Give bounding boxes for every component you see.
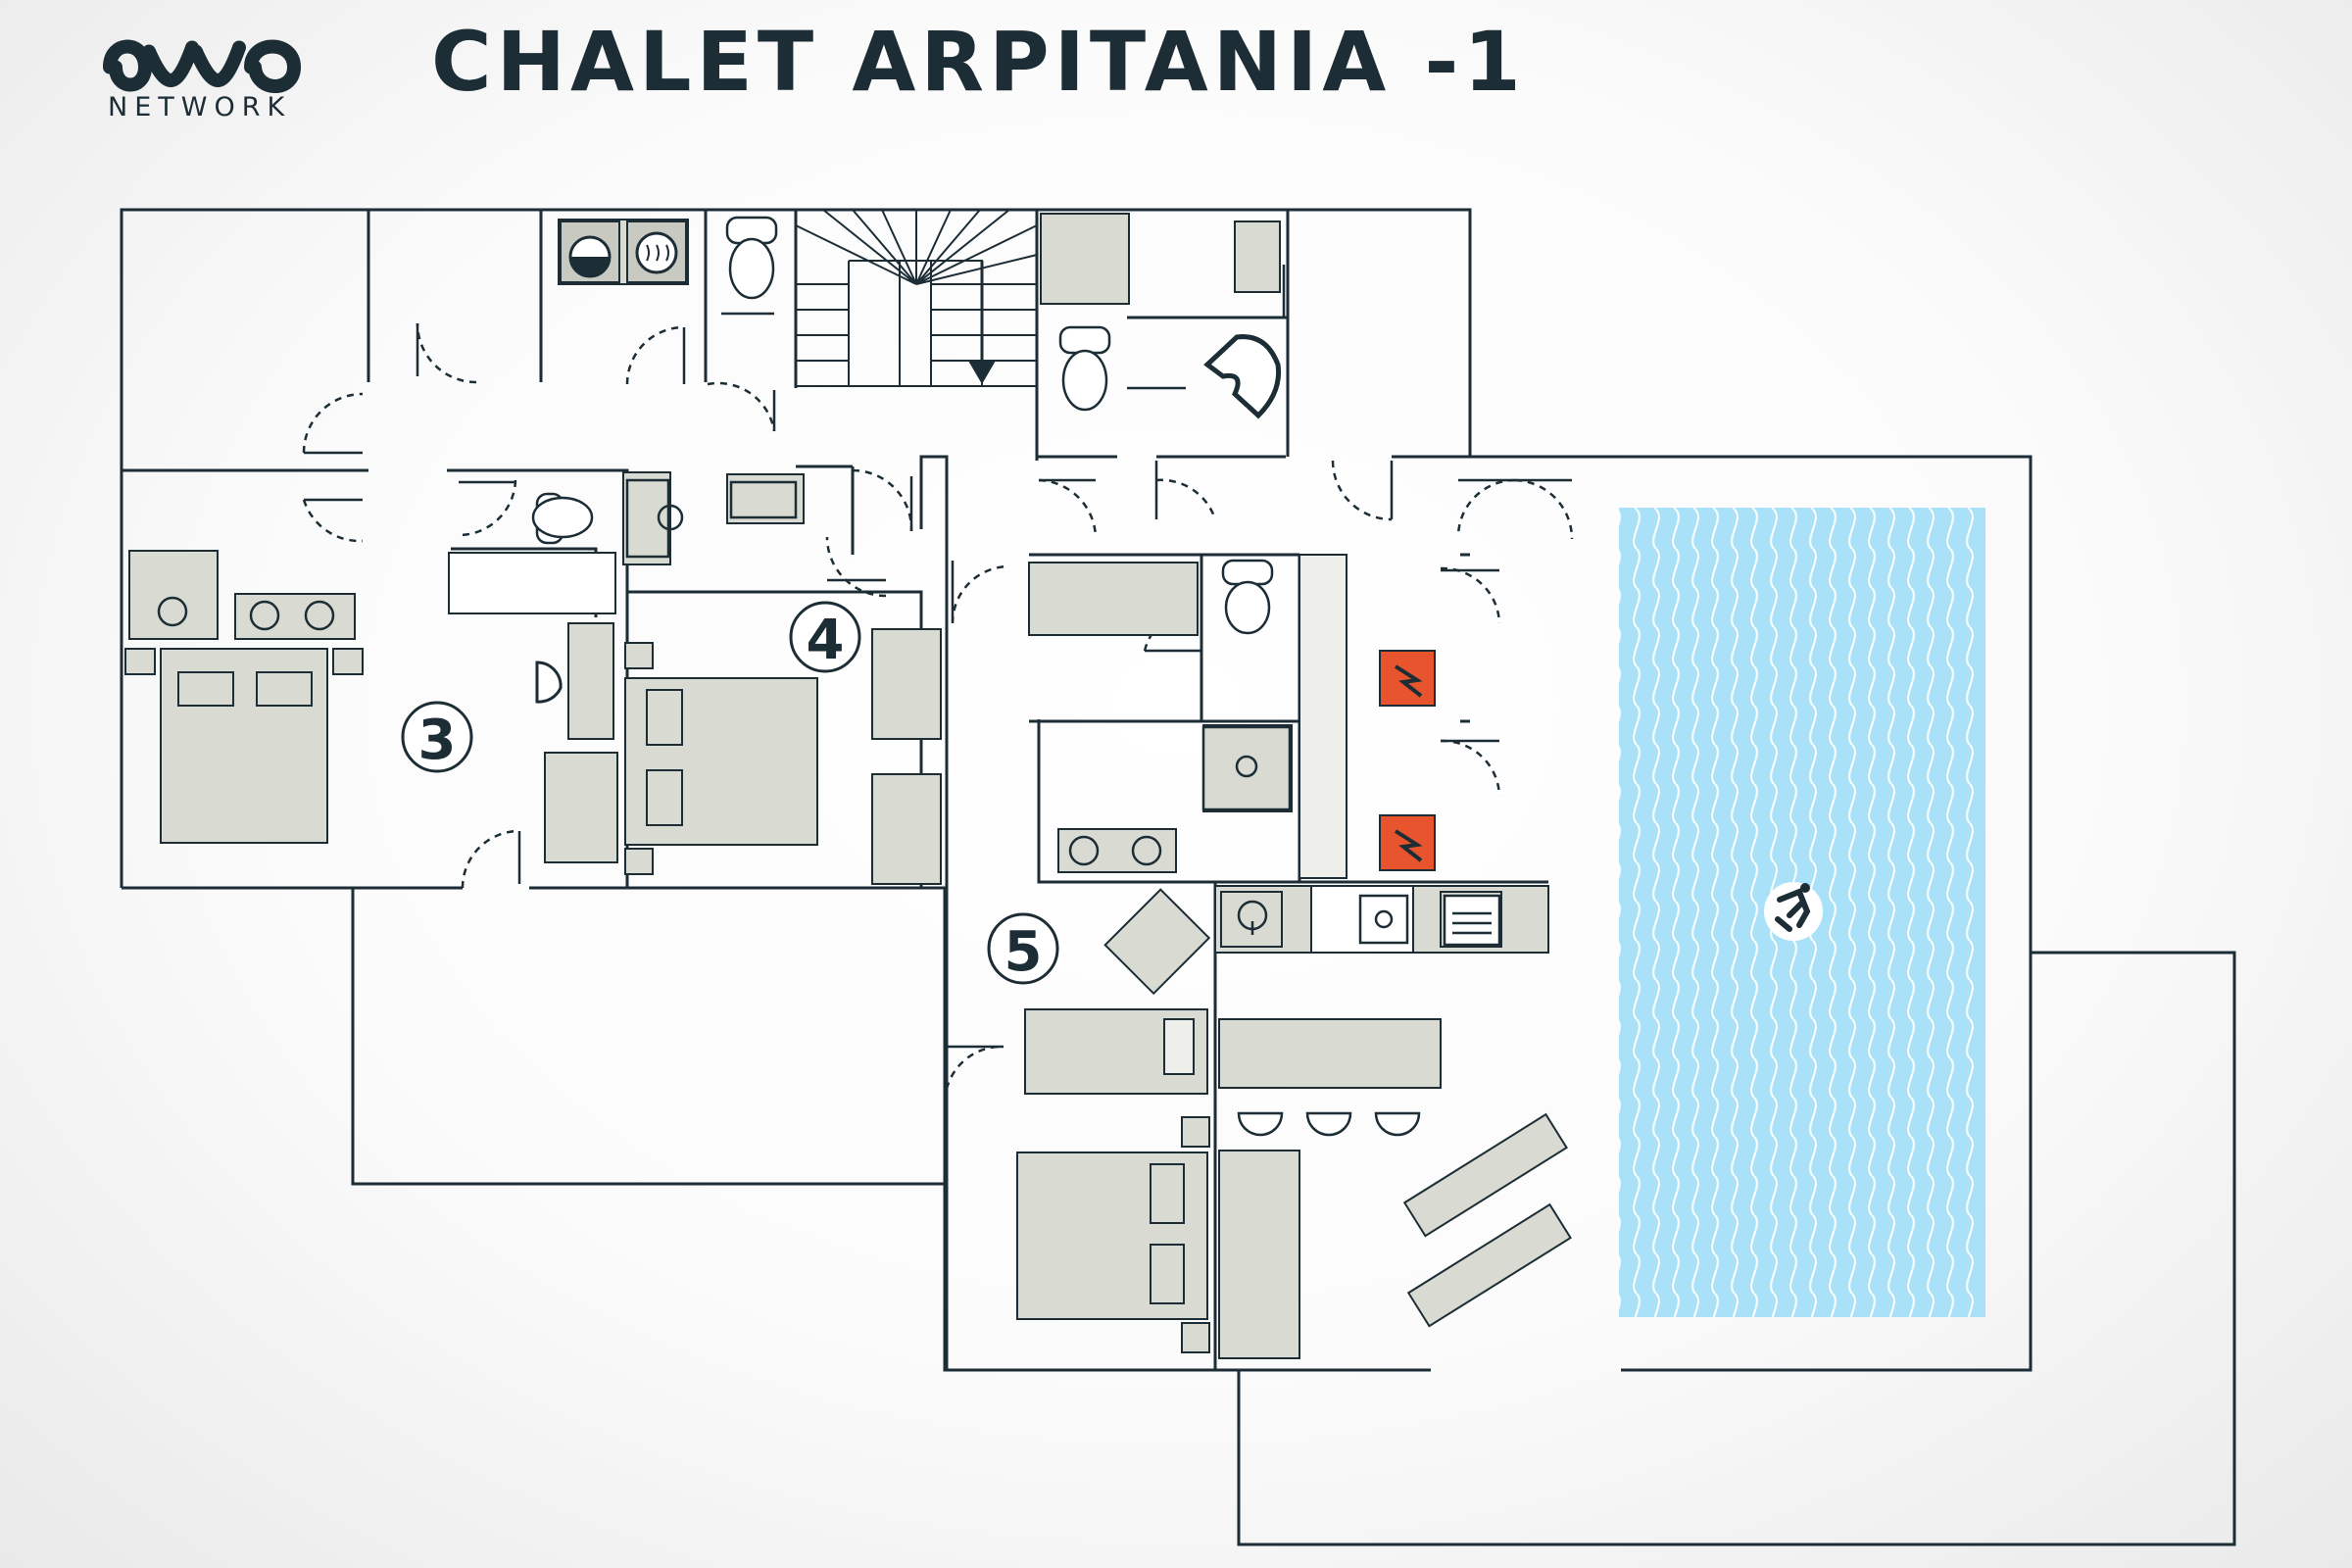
room-5-marker: 5 [987,912,1059,985]
armchair-icon [535,661,563,704]
room-3-marker: 3 [401,701,473,773]
heater-icon [1379,650,1436,707]
stair-arrow-icon [968,361,996,384]
page-title: CHALET ARPITANIA -1 [431,14,1526,110]
shower-icon [625,478,1292,811]
oven-icon [1443,894,1501,947]
door-swings [302,265,1574,1102]
onyo-logo-icon [103,39,302,93]
swimmer-icon [1764,882,1823,941]
bar-stool-icon [1237,1111,1421,1137]
room-4-label: 4 [807,609,845,672]
staircase [795,209,1038,387]
sink-icon [1358,894,1409,945]
room-4-marker: 4 [789,601,861,673]
sink-icon [157,480,1162,866]
dryer-icon [626,220,687,283]
washing-machine-icon [560,220,620,283]
heater-icon [1379,814,1436,871]
terrace-outline-east [1237,951,2236,1546]
terrace-outline [351,888,947,1186]
armchair-icon [1203,334,1282,419]
walls [120,208,2033,1372]
toilet-icon [531,216,1274,635]
room-3-label: 3 [418,709,457,772]
room-5-label: 5 [1004,920,1043,984]
dishwasher-icon [1237,900,1268,935]
brand-name: NETWORK [108,92,292,122]
